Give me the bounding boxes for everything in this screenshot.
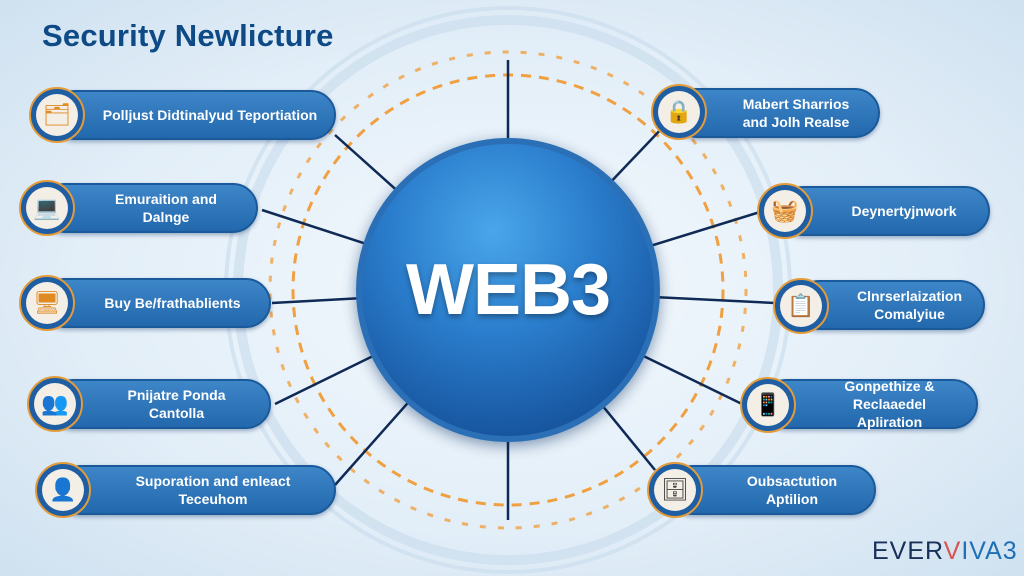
- right-item-5[interactable]: Oubsactution Aptilion: [668, 465, 876, 515]
- right-item-3[interactable]: Clnrserlaization Comalyiue: [794, 280, 985, 330]
- left-item-2[interactable]: Emuraition and Dalnge: [40, 183, 258, 233]
- server-list-icon: 📋: [773, 278, 829, 334]
- left-item-4[interactable]: Pnijatre Ponda Cantolla: [48, 379, 271, 429]
- dashed-ring-outer: [268, 50, 748, 530]
- left-item-1[interactable]: Polljust Didtinalyud Teportiation: [50, 90, 336, 140]
- center-label: WEB3: [405, 250, 611, 330]
- monitor-icon: 🖥: [19, 275, 75, 331]
- right-item-2[interactable]: Deynertyjnwork: [778, 186, 990, 236]
- tablet-key-icon: 📱: [740, 377, 796, 433]
- left-item-3[interactable]: Buy Be/frathablients: [40, 278, 271, 328]
- left-item-5[interactable]: Suporation and enleact Teceuhom: [56, 465, 336, 515]
- safe-icon: 🗄: [647, 462, 703, 518]
- people-icon: 👥: [27, 376, 83, 432]
- brand-logo: EVERVIVA3: [872, 537, 1018, 565]
- person-computer-icon: 👤: [35, 462, 91, 518]
- laptop-document-icon: 🗂: [29, 87, 85, 143]
- right-item-4[interactable]: Gonpethize & Reclaaedel Apliration: [761, 378, 978, 430]
- laptop-icon: 💻: [19, 180, 75, 236]
- web3-sphere: WEB3: [356, 138, 660, 442]
- page-title: Security Newlicture: [42, 18, 334, 53]
- padlock-icon: 🔒: [651, 84, 707, 140]
- basket-lock-icon: 🧺: [757, 183, 813, 239]
